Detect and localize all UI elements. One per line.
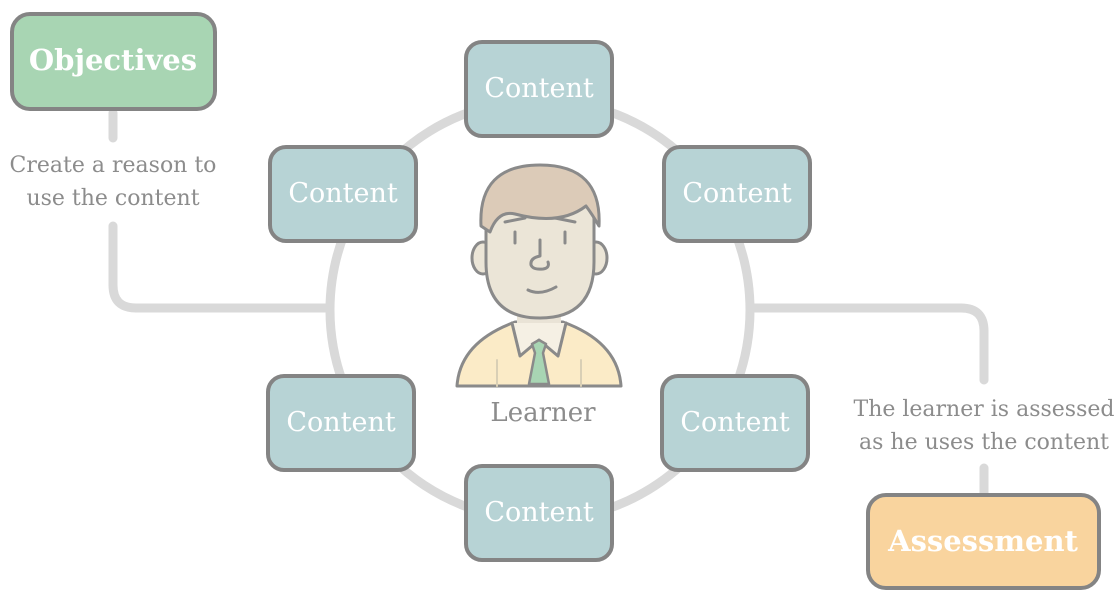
- assessment-note-line2: as he uses the content: [859, 430, 1109, 455]
- objectives-label: Objectives: [29, 43, 197, 77]
- assessment-connector: [745, 303, 989, 385]
- content-box-lower-right: Content: [660, 374, 810, 472]
- objectives-note-line2: use the content: [26, 186, 199, 211]
- content-label: Content: [682, 178, 792, 209]
- content-label: Content: [484, 497, 594, 528]
- content-box-top: Content: [464, 40, 614, 138]
- content-label: Content: [288, 178, 398, 209]
- content-label: Content: [484, 73, 594, 104]
- learner-icon: [455, 163, 623, 388]
- tie-icon: [527, 338, 551, 386]
- content-box-upper-right: Content: [662, 145, 812, 243]
- assessment-box: Assessment: [866, 493, 1101, 590]
- learner-label: Learner: [490, 398, 596, 428]
- content-label: Content: [680, 407, 790, 438]
- content-label: Content: [286, 407, 396, 438]
- objectives-note-line1: Create a reason to: [10, 153, 217, 178]
- learner-hair: [479, 163, 601, 234]
- content-box-lower-left: Content: [266, 374, 416, 472]
- content-box-upper-left: Content: [268, 145, 418, 243]
- assessment-label: Assessment: [887, 524, 1078, 558]
- objectives-connector: [108, 221, 335, 313]
- content-box-bottom: Content: [464, 464, 614, 562]
- assessment-note-line1: The learner is assessed: [854, 397, 1115, 422]
- objectives-box: Objectives: [10, 12, 217, 111]
